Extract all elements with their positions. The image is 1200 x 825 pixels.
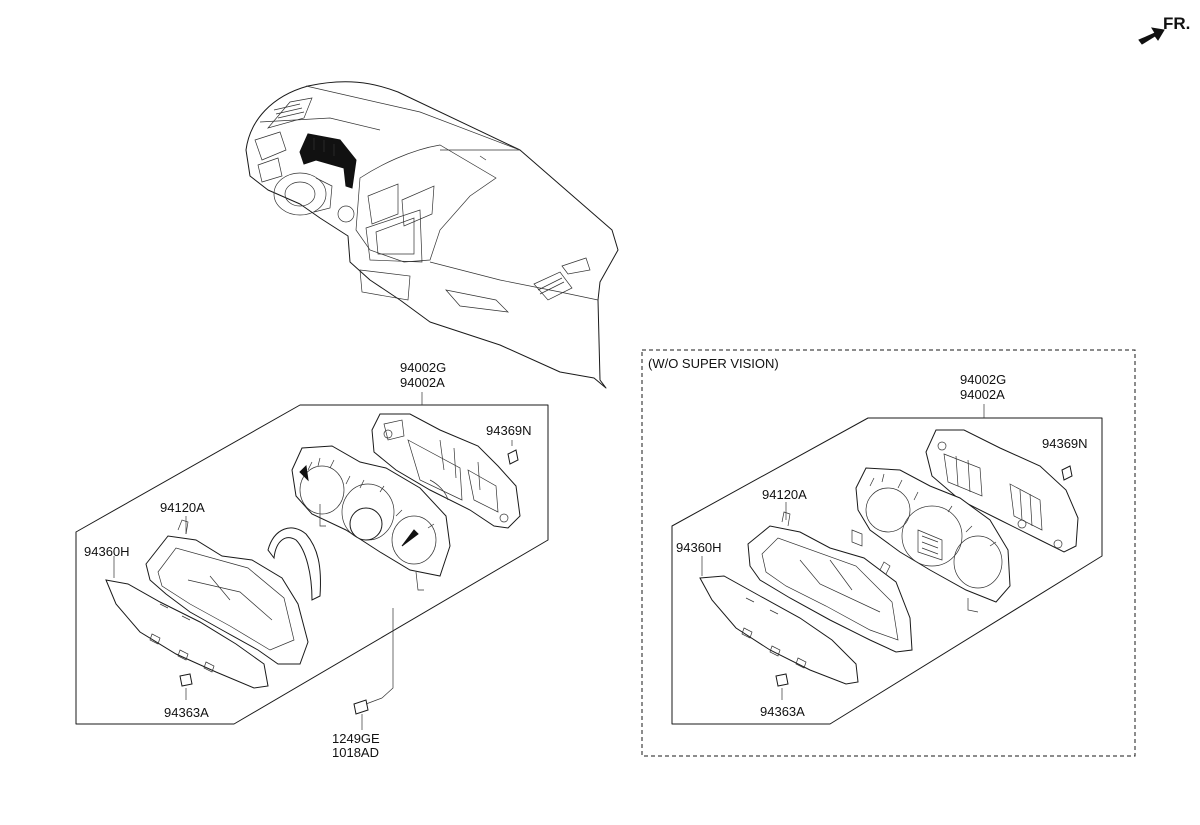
lens-drawing bbox=[105, 579, 269, 689]
main-clip-label: 94369N bbox=[486, 423, 532, 438]
main-group-frame bbox=[75, 404, 549, 725]
variant-housing-drawing bbox=[747, 511, 913, 653]
variant-assembly-label-2: 94002A bbox=[960, 387, 1005, 402]
variant-lens-drawing bbox=[699, 575, 859, 685]
housing-drawing bbox=[145, 519, 309, 665]
variant-assembly-label-1: 94002G bbox=[960, 372, 1006, 387]
clip-drawing bbox=[507, 449, 519, 465]
main-housing-label: 94120A bbox=[160, 500, 205, 515]
front-label: FR. bbox=[1163, 14, 1190, 33]
bulb-drawing bbox=[179, 673, 193, 687]
rear-case-drawing bbox=[371, 413, 521, 529]
variant-lens-label: 94360H bbox=[676, 540, 722, 555]
variant-clip-label: 94369N bbox=[1042, 436, 1088, 451]
variant-gauge-board-drawing bbox=[851, 467, 1011, 613]
variant-parts-group: (W/O SUPER VISION) bbox=[641, 349, 1136, 757]
main-parts-group: 94002G 94002A 94369N 94120A 94360H 94363… bbox=[75, 360, 549, 760]
main-assembly-label-1: 94002G bbox=[400, 360, 446, 375]
main-assembly-label-2: 94002A bbox=[400, 375, 445, 390]
screw-label-2: 1018AD bbox=[332, 745, 379, 760]
variant-bulb-drawing bbox=[775, 673, 789, 687]
variant-bulb-label: 94363A bbox=[760, 704, 805, 719]
variant-caption: (W/O SUPER VISION) bbox=[648, 356, 779, 371]
dashboard-illustration bbox=[245, 81, 619, 389]
screw-drawing bbox=[353, 608, 394, 730]
screw-label-1: 1249GE bbox=[332, 731, 380, 746]
variant-clip-drawing bbox=[1061, 465, 1073, 481]
variant-group-frame bbox=[671, 417, 1103, 725]
variant-dashed-border bbox=[641, 349, 1136, 757]
cluster-highlight bbox=[299, 133, 357, 189]
main-lens-label: 94360H bbox=[84, 544, 130, 559]
main-bulb-label: 94363A bbox=[164, 705, 209, 720]
gauge-board-drawing bbox=[291, 445, 451, 591]
lens-ring-drawing bbox=[267, 527, 321, 601]
variant-housing-label: 94120A bbox=[762, 487, 807, 502]
arrow-forward-icon bbox=[1138, 27, 1165, 45]
front-direction-marker: FR. bbox=[1138, 14, 1190, 45]
